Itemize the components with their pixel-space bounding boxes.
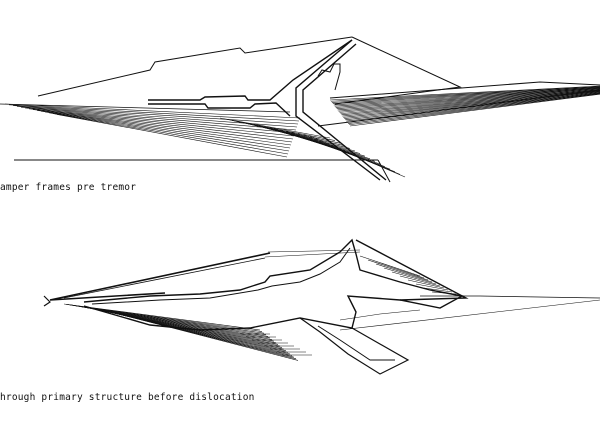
frame-line (37, 110, 292, 142)
frame-line (334, 88, 600, 105)
frame-line (5, 104, 300, 118)
frame-line (29, 109, 294, 136)
frame-line (333, 87, 600, 104)
caption-top: amper frames pre tremor (0, 182, 137, 193)
left-wedge-outline (38, 37, 352, 96)
frame-line (339, 90, 600, 112)
right-frame-hatching (330, 86, 600, 126)
frame-line (49, 113, 289, 151)
outer-arm (50, 253, 270, 300)
frame-line (376, 264, 428, 280)
roof-triangle (335, 37, 460, 104)
lower-frame-hatching (220, 118, 405, 177)
frame-line (348, 93, 600, 123)
ground-line-right (378, 160, 390, 182)
core-upper (84, 240, 462, 330)
frame-line (408, 280, 444, 288)
right-spine-hatching (360, 256, 456, 294)
frame-line (345, 92, 600, 120)
caption-bottom: hrough primary structure before dislocat… (0, 392, 255, 403)
right-band-top (330, 82, 600, 98)
frame-line (384, 268, 432, 282)
frame-line (347, 93, 600, 122)
lower-wing-inner (318, 326, 395, 360)
frame-line (53, 114, 288, 154)
right-thin-diagonal (268, 250, 360, 252)
frame-line (341, 91, 600, 115)
frame-line (33, 110, 293, 139)
frame-line (45, 112, 290, 148)
core-lower-wing (300, 318, 408, 374)
frame-line (41, 111, 291, 145)
frame-line (310, 136, 405, 177)
core-arm-left-lower (148, 103, 290, 116)
bottom-frame-hatching (64, 304, 312, 360)
frame-line (338, 89, 600, 110)
frame-line (344, 92, 600, 119)
right-ledge (420, 296, 600, 298)
right-horizon (340, 300, 600, 330)
frame-line (335, 88, 600, 106)
frame-line (25, 108, 295, 133)
frame-line (392, 272, 436, 284)
core-inner (92, 248, 350, 304)
frame-line (350, 94, 600, 126)
frame-line (416, 284, 448, 290)
frame-line (368, 260, 424, 278)
frame-line (336, 88, 600, 107)
frame-line (21, 107, 296, 130)
frame-line (332, 87, 600, 103)
frame-line (349, 94, 600, 125)
outer-arm-inner (64, 258, 265, 298)
frame-line (330, 86, 600, 100)
faint-horizon (265, 252, 360, 257)
core-arm-left (148, 40, 352, 100)
stair-notch (318, 64, 340, 90)
left-frame-hatching (5, 104, 300, 157)
frame-line (360, 256, 420, 276)
frame-line (346, 93, 600, 121)
bottom-section-drawing (44, 240, 600, 374)
frame-line (13, 106, 298, 124)
frame-line (102, 310, 298, 361)
frame-line (424, 288, 452, 292)
frame-line (432, 292, 456, 294)
left-thin-line (0, 104, 290, 112)
frame-line (343, 91, 600, 117)
frame-line (340, 90, 600, 113)
frame-line (337, 89, 600, 109)
frame-line (340, 90, 600, 112)
top-elevation-drawing (0, 37, 600, 182)
left-tip (44, 296, 50, 306)
core-spine-inner (303, 44, 386, 180)
right-dash (340, 310, 420, 320)
frame-line (9, 105, 299, 121)
right-pyramid (356, 240, 466, 300)
frame-line (400, 276, 440, 286)
frame-line (342, 91, 600, 116)
frame-line (331, 86, 600, 101)
frame-line (57, 114, 287, 157)
